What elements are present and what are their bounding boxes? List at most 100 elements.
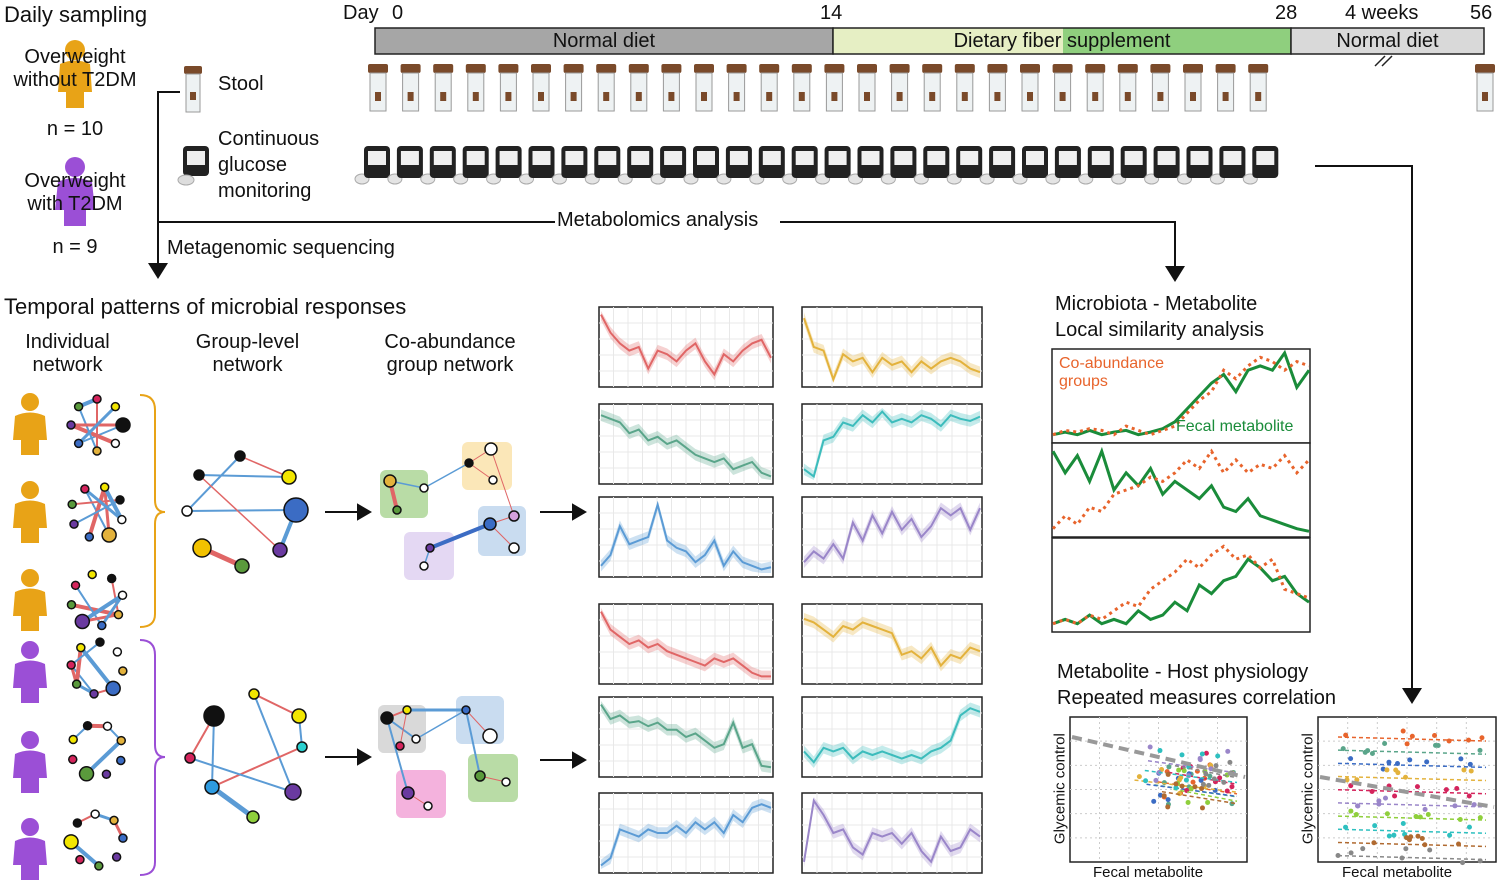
- person-icon: [13, 641, 47, 703]
- stool-tube-icon: [987, 64, 1008, 112]
- network-node: [71, 679, 82, 689]
- rmcorr-title-1: Metabolite - Host physiology: [1057, 661, 1309, 683]
- group-box: [396, 770, 446, 818]
- series-line: [803, 707, 981, 764]
- plot-lavender-2: [801, 792, 983, 874]
- data-point: [1466, 824, 1472, 830]
- ribbon: [804, 702, 980, 768]
- data-point: [1457, 816, 1463, 822]
- cgm-device-row: [354, 146, 1279, 185]
- network-node: [423, 801, 433, 811]
- cgm-device-icon: [1078, 146, 1114, 185]
- data-point: [1468, 768, 1474, 774]
- group-box: [462, 442, 512, 490]
- ribbon: [601, 501, 771, 573]
- network-node: [284, 783, 302, 801]
- data-point: [1221, 779, 1227, 785]
- data-point: [1447, 832, 1453, 838]
- data-point: [1165, 771, 1171, 777]
- lsa-legend-fecal: Fecal metabolite: [1176, 418, 1294, 435]
- network-node: [78, 766, 95, 782]
- fecal-metabolite-line: [1052, 557, 1310, 626]
- cgm-device-icon: [782, 146, 818, 185]
- cgm-device-icon: [1177, 146, 1213, 185]
- network-edge: [415, 709, 467, 740]
- temporal-title: Temporal patterns of microbial responses: [4, 294, 407, 319]
- data-point: [1424, 759, 1430, 765]
- network-node: [99, 482, 110, 492]
- rmcorr-ylabel-1: Glycemic control: [1051, 733, 1069, 845]
- network-node: [501, 777, 511, 787]
- cgm-device-icon: [979, 146, 1016, 185]
- plot-yellow-2: [801, 603, 983, 685]
- data-point: [1384, 767, 1390, 773]
- cgm-device-icon: [848, 146, 884, 185]
- network-node: [184, 752, 196, 764]
- network-node: [66, 660, 76, 670]
- network-node: [508, 542, 520, 554]
- data-point: [1425, 811, 1431, 817]
- network-node: [63, 834, 79, 850]
- individual-fit-line: [1147, 760, 1238, 774]
- plot-red-2: [598, 603, 774, 685]
- data-point: [1179, 783, 1185, 789]
- series-line: [600, 704, 772, 769]
- stool-tube-icon: [1248, 64, 1269, 112]
- individual-network: [66, 569, 128, 631]
- stool-tube-icon: [1150, 64, 1171, 112]
- individual-fit-line: [1337, 762, 1487, 769]
- data-point: [1467, 761, 1473, 767]
- data-point: [1176, 767, 1182, 773]
- network-node: [66, 420, 76, 430]
- data-point: [1213, 763, 1219, 769]
- metagenomic-label: Metagenomic sequencing: [167, 237, 395, 259]
- network-edge: [211, 746, 303, 788]
- cgm-device-icon: [177, 146, 209, 186]
- data-point: [1422, 842, 1428, 848]
- network-node: [82, 721, 93, 731]
- stool-tube-icon: [184, 66, 202, 113]
- data-point: [1153, 777, 1159, 783]
- network-node: [70, 580, 81, 591]
- data-point: [1477, 747, 1483, 753]
- lsa-plot-2: [1051, 442, 1311, 538]
- data-point: [1427, 847, 1433, 853]
- network-node: [73, 438, 84, 449]
- stool-tube-icon: [1020, 64, 1040, 112]
- data-point: [1386, 833, 1392, 839]
- group1-label: Overweight without T2DM: [13, 46, 137, 91]
- data-point: [1143, 778, 1149, 784]
- network-node: [74, 613, 91, 630]
- data-point: [1197, 757, 1203, 763]
- network-node: [87, 569, 97, 580]
- network-edge: [210, 784, 255, 820]
- data-point: [1354, 777, 1360, 783]
- network-edge: [103, 487, 111, 536]
- network-node: [101, 769, 112, 779]
- data-point: [1362, 749, 1368, 755]
- network-edge: [79, 646, 115, 690]
- cgm-device-icon: [551, 146, 588, 185]
- cgm-device-icon: [716, 146, 752, 185]
- network-edge: [465, 709, 481, 777]
- network-edge: [186, 455, 241, 512]
- data-point: [1454, 785, 1460, 791]
- coabundance-group-networks: [378, 442, 526, 818]
- network-edge: [70, 423, 117, 446]
- individual-network-column: [63, 394, 131, 871]
- network-node: [68, 754, 78, 765]
- network-edge: [77, 406, 98, 452]
- network-node: [419, 561, 429, 571]
- metabolomics-label: Metabolomics analysis: [555, 209, 761, 232]
- group1-n: n = 10: [46, 118, 104, 140]
- person-icon: [13, 393, 47, 455]
- network-node: [383, 474, 397, 488]
- data-point: [1399, 855, 1405, 861]
- data-point: [1382, 795, 1388, 801]
- stool-tube-icon: [1475, 64, 1495, 112]
- group-level-networks: [181, 450, 309, 824]
- ribbon: [601, 608, 771, 680]
- data-point: [1217, 775, 1223, 781]
- data-point: [1417, 814, 1423, 820]
